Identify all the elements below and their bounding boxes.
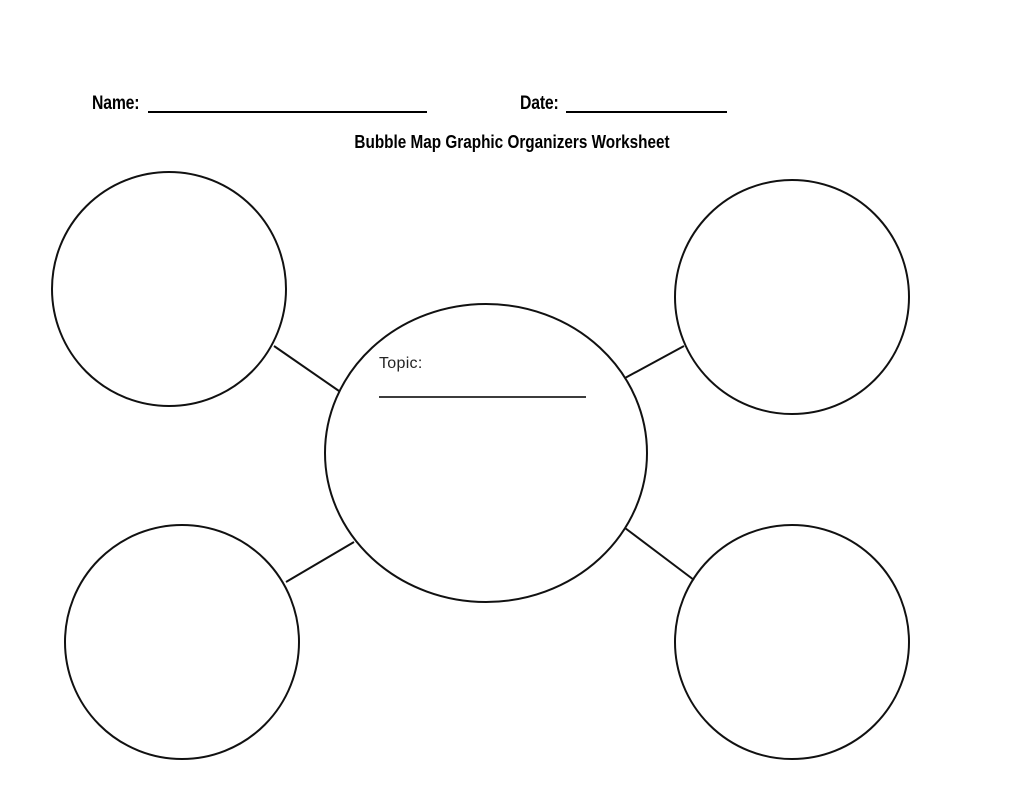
name-label: Name: xyxy=(92,93,140,114)
date-label: Date: xyxy=(520,93,559,114)
bubble-center-topic xyxy=(324,303,648,603)
connector-top-left xyxy=(273,345,340,392)
bubble-top-left xyxy=(51,171,287,407)
bubble-bottom-left xyxy=(64,524,300,760)
name-blank-line xyxy=(148,111,427,113)
worksheet-title: Bubble Map Graphic Organizers Worksheet xyxy=(354,132,670,152)
connector-top-right xyxy=(624,345,685,379)
connector-bottom-left xyxy=(285,541,355,583)
topic-blank-line xyxy=(379,396,586,398)
connector-bottom-right xyxy=(624,527,695,581)
bubble-bottom-right xyxy=(674,524,910,760)
bubble-top-right xyxy=(674,179,910,415)
topic-label: Topic: xyxy=(379,355,423,372)
date-blank-line xyxy=(566,111,727,113)
